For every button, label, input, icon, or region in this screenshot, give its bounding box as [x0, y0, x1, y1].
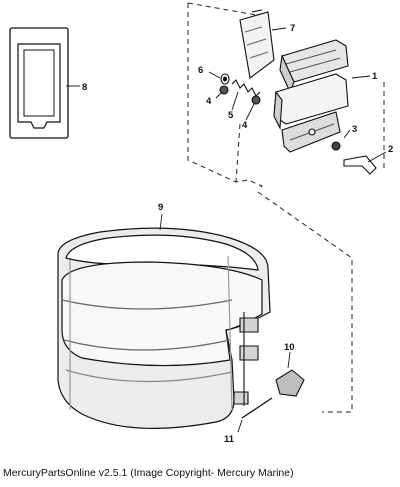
callout-1: 1 — [372, 71, 378, 82]
upper-assembly-dashed-frame — [188, 3, 384, 412]
callout-11: 11 — [224, 434, 235, 445]
part-8-gasket — [10, 28, 68, 138]
callout-5: 5 — [228, 110, 234, 121]
callout-7: 7 — [290, 23, 295, 34]
leader-lines — [66, 28, 386, 432]
part-3-nut — [332, 142, 340, 150]
callout-6: 6 — [198, 65, 203, 76]
part-5-spring — [232, 80, 260, 96]
part-7-flap — [240, 10, 274, 78]
callout-4-right: 4 — [242, 120, 248, 131]
callout-4-left: 4 — [206, 96, 212, 107]
part-6-washer — [221, 74, 229, 84]
callout-2: 2 — [388, 144, 393, 155]
callout-10: 10 — [284, 342, 295, 353]
latch-brackets — [234, 312, 258, 406]
callout-3: 3 — [352, 124, 357, 135]
image-caption: MercuryPartsOnline v2.5.1 (Image Copyrig… — [3, 467, 294, 479]
part-9-shell — [58, 228, 270, 428]
callout-8: 8 — [82, 82, 87, 93]
part-1-bracket-assembly — [274, 40, 348, 152]
part-11-rod — [242, 398, 272, 418]
callout-9: 9 — [158, 202, 163, 213]
part-4-nut-right — [252, 96, 260, 104]
part-2-key — [344, 156, 376, 174]
part-10-latch — [276, 370, 304, 396]
